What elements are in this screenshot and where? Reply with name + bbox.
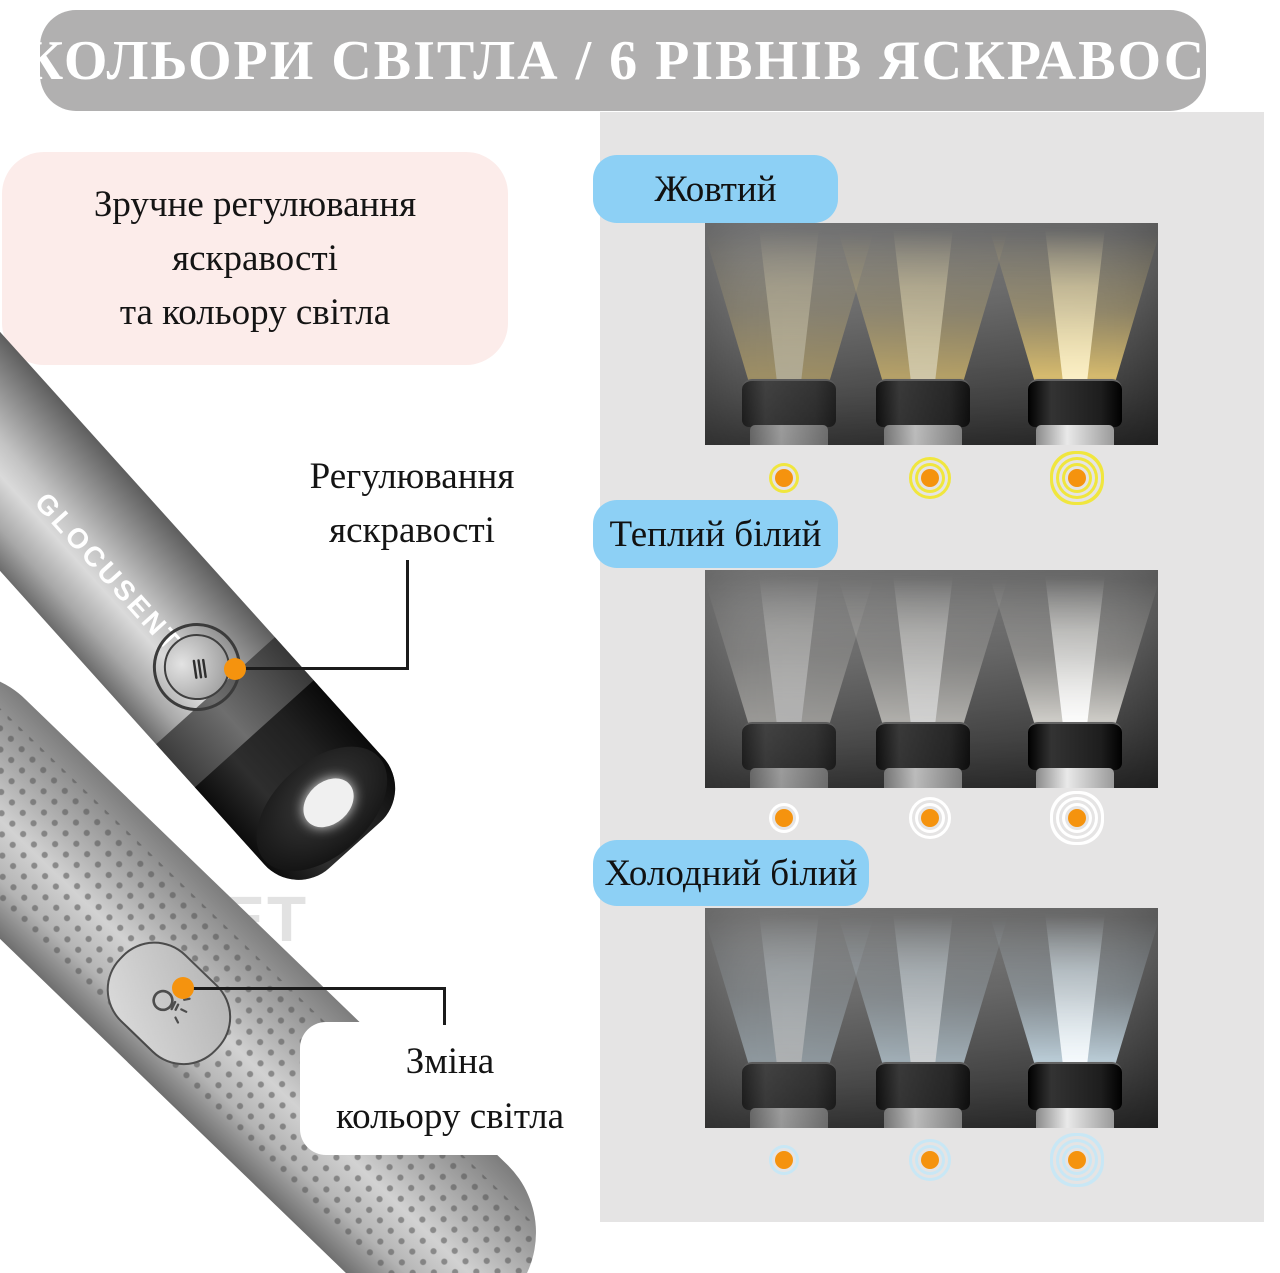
flashlight (987, 570, 1158, 788)
brightness-callout: Регулювання яскравості (252, 450, 572, 558)
flashlight-head (876, 1062, 970, 1110)
flashlight-head (1028, 379, 1122, 427)
brand-logo: GLOCUSENT (28, 486, 188, 659)
flashlight (835, 908, 1011, 1128)
flashlight (987, 908, 1158, 1128)
led-lens (293, 768, 364, 838)
section-label-text: Холодний білий (604, 852, 858, 894)
flashlight (705, 223, 877, 445)
flashlight (835, 223, 1011, 445)
brightness-level-indicator (921, 469, 939, 487)
feature-line: Зручне регулювання (93, 183, 417, 225)
brightness-button-marker (224, 658, 246, 680)
brightness-level-indicator (1068, 469, 1086, 487)
title-banner: 3 КОЛЬОРИ СВІТЛА / 6 РІВНІВ ЯСКРАВОСТІ (0, 10, 1267, 111)
flashlight-head (876, 379, 970, 427)
callout-line: Зміна (405, 1040, 495, 1082)
callout-line: яскравості (329, 510, 495, 551)
callout-connector-line (406, 560, 409, 670)
flashlight-head (1028, 1062, 1122, 1110)
product-photo-perforated-light (0, 632, 576, 1273)
brightness-lines-icon (192, 658, 207, 679)
flashlight-head (742, 379, 836, 427)
flashlight (835, 570, 1011, 788)
feature-line: та кольору світла (119, 291, 391, 333)
brightness-level-indicator (1068, 1151, 1086, 1169)
callout-connector-line (183, 987, 445, 990)
page-title: 3 КОЛЬОРИ СВІТЛА / 6 РІВНІВ ЯСКРАВОСТІ (0, 29, 1270, 92)
product-photo-pen-light: GLOCUSENT (0, 197, 415, 899)
section-label-text: Жовтий (654, 168, 777, 210)
beam-photo-yellow (705, 223, 1158, 445)
callout-connector-line (235, 667, 409, 670)
beam-photo-cold-white (705, 908, 1158, 1128)
flashlight-barrel (1036, 1108, 1114, 1128)
flashlight-head (742, 1062, 836, 1110)
flashlight-head (742, 722, 836, 770)
color-button-marker (172, 977, 194, 999)
brightness-level-indicator (775, 809, 793, 827)
device-body: GLOCUSENT (0, 197, 415, 899)
flashlight (705, 570, 877, 788)
color-callout: Зміна кольору світла (300, 1022, 600, 1155)
flashlight-barrel (884, 1108, 962, 1128)
section-label-cold-white: Холодний білий (593, 840, 869, 906)
section-label-warm-white: Теплий білий (593, 500, 838, 568)
flashlight (705, 908, 877, 1128)
brightness-level-indicator (1068, 809, 1086, 827)
feature-box: Зручне регулювання яскравості та кольору… (2, 152, 508, 365)
flashlight-head (876, 722, 970, 770)
flashlight-barrel (750, 1108, 828, 1128)
device-body (0, 632, 576, 1273)
brightness-level-indicator (775, 469, 793, 487)
brightness-level-indicator (921, 1151, 939, 1169)
callout-line: Регулювання (309, 456, 515, 497)
section-label-yellow: Жовтий (593, 155, 838, 223)
color-change-button (88, 923, 250, 1084)
callout-line: кольору світла (335, 1095, 565, 1137)
feature-line: яскравості (172, 237, 338, 279)
section-label-text: Теплий білий (609, 513, 822, 555)
flashlight-barrel (1036, 768, 1114, 788)
brightness-level-indicator (921, 809, 939, 827)
flashlight (987, 223, 1158, 445)
callout-connector-line (443, 987, 446, 1025)
bulb-icon (152, 989, 191, 1024)
flashlight-head (1028, 722, 1122, 770)
brightness-button (150, 620, 244, 714)
flashlight-barrel (1036, 425, 1114, 445)
flashlight-barrel (750, 425, 828, 445)
brightness-level-indicator (775, 1151, 793, 1169)
flashlight-barrel (884, 425, 962, 445)
flashlight-barrel (750, 768, 828, 788)
beam-photo-warm-white (705, 570, 1158, 788)
flashlight-barrel (884, 768, 962, 788)
